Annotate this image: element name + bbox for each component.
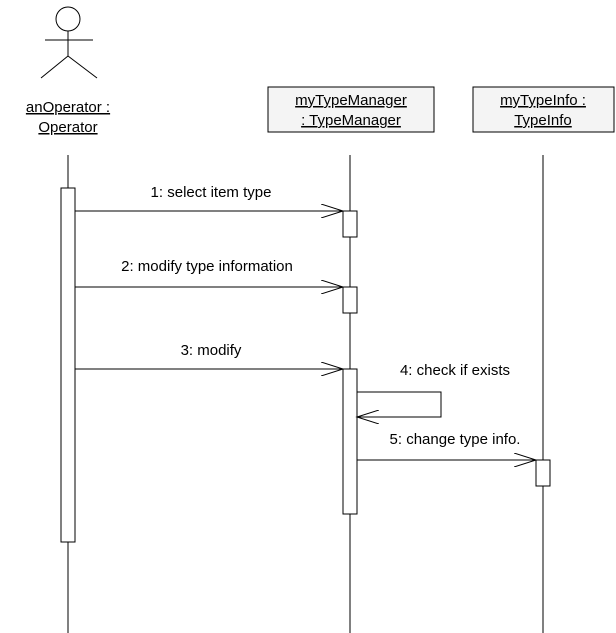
actor-left-leg xyxy=(40,55,69,79)
object-typeinfo: myTypeInfo : TypeInfo xyxy=(472,86,615,133)
object-typeinfo-line2: TypeInfo xyxy=(514,112,572,129)
object-typeinfo-box xyxy=(472,86,615,133)
activation-operator xyxy=(60,187,76,543)
object-typemanager-box xyxy=(267,86,435,133)
object-typemanager-line1: myTypeManager xyxy=(295,92,407,109)
object-typeinfo-line1: myTypeInfo : xyxy=(500,92,586,109)
actor-name-line2: Operator xyxy=(38,119,97,136)
message-2-label: 2: modify type information xyxy=(121,258,293,275)
object-typemanager: myTypeManager : TypeManager xyxy=(267,86,435,133)
actor-right-leg xyxy=(67,55,98,79)
activation-typemanager-1 xyxy=(342,210,358,238)
message-4-label: 4: check if exists xyxy=(400,362,510,379)
message-5-label: 5: change type info. xyxy=(390,431,521,448)
message-3-label: 3: modify xyxy=(181,342,242,359)
actor-head xyxy=(55,6,81,32)
actor-name-line1: anOperator : xyxy=(26,99,110,116)
activation-typemanager-2 xyxy=(342,286,358,314)
activation-typeinfo xyxy=(535,459,551,487)
actor-figure xyxy=(40,6,98,79)
activation-typemanager-3 xyxy=(342,368,358,515)
message-4-arrow xyxy=(357,391,442,417)
object-typemanager-line2: : TypeManager xyxy=(301,112,401,129)
message-1-label: 1: select item type xyxy=(151,184,272,201)
